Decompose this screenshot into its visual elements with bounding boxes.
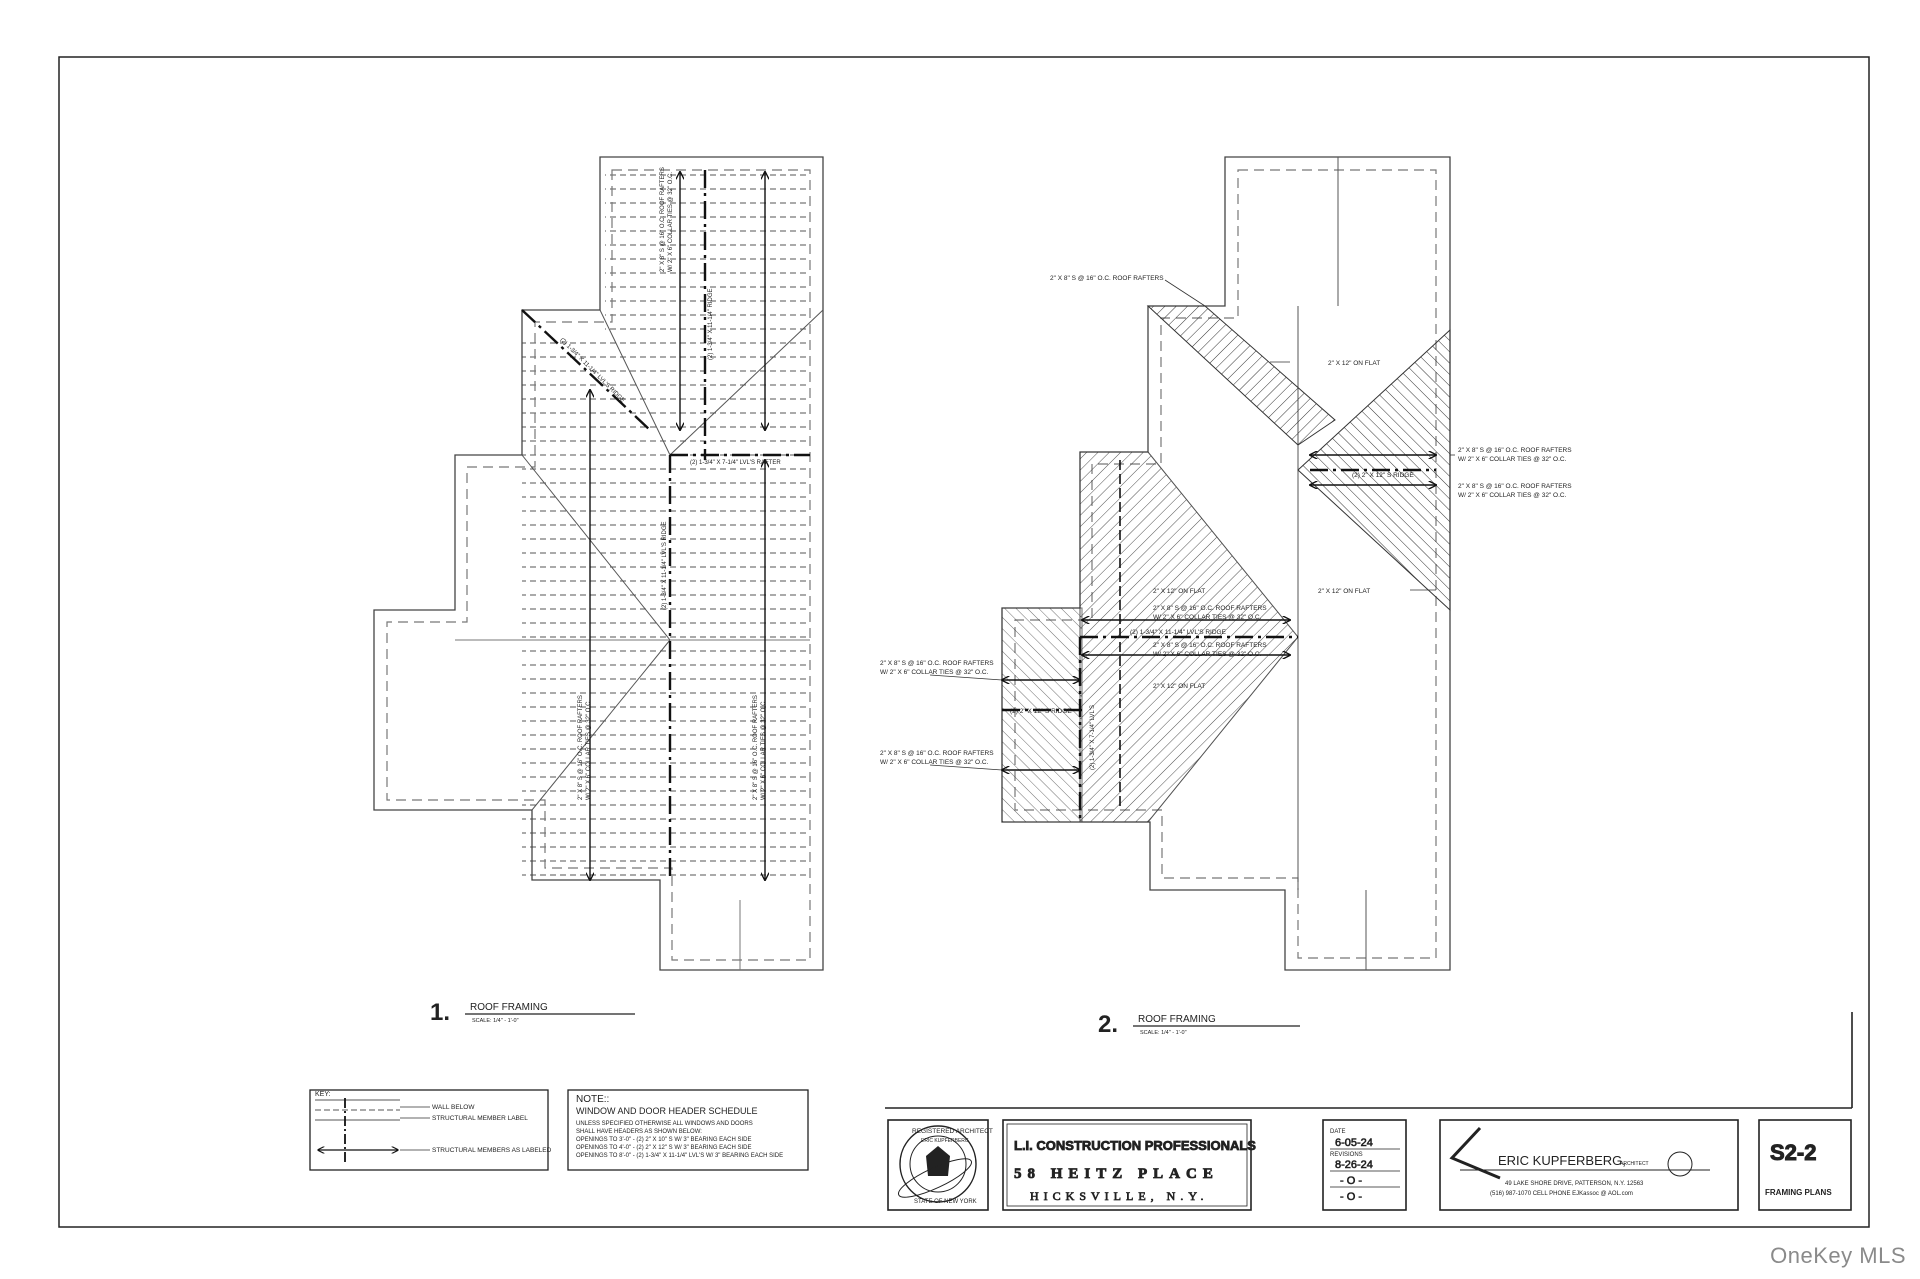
plan1-lvl-rafter-label: (2) 1-3/4" X 7-1/4" LVL'S RAFTER xyxy=(690,460,781,466)
key-box: KEY: WALL BELOW STRUCTURAL MEMBER LABEL … xyxy=(309,1089,552,1171)
plan2-mid-ridge: (2) 1-3/4" X 11-1/4" LVL'S RIDGE xyxy=(1130,629,1227,636)
note-title: NOTE:: xyxy=(576,1094,609,1105)
sheet-title: FRAMING PLANS xyxy=(1765,1188,1832,1197)
plan2-mid-rafters-2: 2" X 8" S @ 16" O.C. ROOF RAFTERS xyxy=(1153,642,1267,649)
project-company: L.I. CONSTRUCTION PROFESSIONALS xyxy=(1014,1138,1256,1153)
plan2-mid-rafters-1: 2" X 8" S @ 16" O.C. ROOF RAFTERS xyxy=(1153,605,1267,612)
project-city: HICKSVILLE, N.Y. xyxy=(1030,1189,1208,1203)
plan1-ridge-top-label: (2) 1-3/4" X 11-1/4" RIDGE xyxy=(708,288,714,360)
plan2-flat-right: 2" X 12" ON FLAT xyxy=(1318,588,1370,595)
sheet-border xyxy=(58,56,1870,1228)
architect-contact: (516) 987-1070 CELL PHONE EJKassoc @ AOL… xyxy=(1490,1191,1633,1197)
plan2-flat-mid: 2" X 12" ON FLAT xyxy=(1153,588,1205,595)
plan2-left-ridge: (2) 2" X 12" S RIDGE xyxy=(1010,708,1072,715)
date-label: DATE xyxy=(1330,1129,1346,1135)
plan2-right-ridge: (2) 2" X 12" S RIDGE xyxy=(1352,472,1414,479)
revision-3: - O - xyxy=(1340,1191,1362,1203)
architect-title: ARCHITECT xyxy=(1620,1161,1649,1167)
plan1-ties-label-a: W/ 2" X 6" COLLAR TIES @ 32" O.C. xyxy=(668,172,674,272)
plan1-rafters-label-c: 2" X 8" S @ 16" O.C. ROOF RAFTERS xyxy=(753,695,759,800)
plan1-outline xyxy=(373,156,824,971)
dates-block: DATE 6-05-24 REVISIONS 8-26-24 - O - - O… xyxy=(1322,1119,1407,1211)
plan1-rafters-label-a: 2" X 8" S @ 16" O.C. ROOF RAFTERS xyxy=(660,167,666,272)
roof-plan-1: 2" X 8" S @ 16" O.C. ROOF RAFTERS W/ 2" … xyxy=(373,156,824,1026)
revisions-label: REVISIONS xyxy=(1330,1152,1363,1158)
note-line-1: UNLESS SPECIFIED OTHERWISE ALL WINDOWS A… xyxy=(576,1121,753,1127)
plan2-number: 2. xyxy=(1098,1011,1118,1038)
plan2-top-rafters-label: 2" X 8" S @ 16" O.C. ROOF RAFTERS xyxy=(1050,275,1164,282)
plan2-left-rafters-1: 2" X 8" S @ 16" O.C. ROOF RAFTERS xyxy=(880,660,994,667)
plan1-rafters-label-b: 2" X 8" S @ 16" O.C. ROOF RAFTERS xyxy=(578,695,584,800)
project-block: L.I. CONSTRUCTION PROFESSIONALS 58 HEITZ… xyxy=(1002,1119,1257,1211)
plan2-title: ROOF FRAMING xyxy=(1138,1014,1216,1025)
architect-address: 49 LAKE SHORE DRIVE, PATTERSON, N.Y. 125… xyxy=(1505,1181,1644,1187)
sheet-number: S2-2 xyxy=(1770,1140,1816,1165)
plan2-flat-low: 2" X 12" ON FLAT xyxy=(1153,683,1205,690)
architect-seal: REGISTERED ARCHITECT ERIC KUPFERBERG STA… xyxy=(887,1119,993,1211)
watermark-text: OneKey MLS xyxy=(1770,1243,1906,1268)
plan2-right-rafters-1: 2" X 8" S @ 16" O.C. ROOF RAFTERS xyxy=(1458,447,1572,454)
plan1-ties-label-b: W/ 2" X 6" COLLAR TIES @ 32" O.C. xyxy=(586,700,592,800)
plan1-number: 1. xyxy=(430,999,450,1026)
header-schedule-note: NOTE:: WINDOW AND DOOR HEADER SCHEDULE U… xyxy=(567,1089,809,1171)
plan1-scale: SCALE: 1/4" - 1'-0" xyxy=(472,1018,519,1024)
revision-1: 8-26-24 xyxy=(1335,1159,1373,1171)
plan2-right-ties-2: W/ 2" X 6" COLLAR TIES @ 32" O.C. xyxy=(1458,492,1567,499)
key-wall-below: WALL BELOW xyxy=(432,1104,475,1111)
note-heading: WINDOW AND DOOR HEADER SCHEDULE xyxy=(576,1106,758,1116)
note-line-3: OPENINGS TO 3'-0" - (2) 2" X 10" S W/ 3"… xyxy=(576,1137,752,1143)
plan1-ties-label-c: W/ 2" X 6" COLLAR TIES @ 32" O.C. xyxy=(761,700,767,800)
sheet-number-block: S2-2 FRAMING PLANS xyxy=(1758,1119,1852,1211)
roof-plan-2: 2" X 8" S @ 16" O.C. ROOF RAFTERS 2" X 1… xyxy=(880,156,1572,1038)
key-title: KEY: xyxy=(315,1091,331,1098)
date-value: 6-05-24 xyxy=(1335,1137,1373,1149)
plan2-lvl-vert: (2) 1-3/4" X 7-1/4" LVL'S xyxy=(1090,705,1096,770)
seal-top-text: REGISTERED ARCHITECT xyxy=(912,1128,993,1135)
key-member-label: STRUCTURAL MEMBER LABEL xyxy=(432,1115,528,1122)
plan1-title: ROOF FRAMING xyxy=(470,1002,548,1013)
plan2-left-rafters-2: 2" X 8" S @ 16" O.C. ROOF RAFTERS xyxy=(880,750,994,757)
plan2-right-ties-1: W/ 2" X 6" COLLAR TIES @ 32" O.C. xyxy=(1458,456,1567,463)
plan2-right-rafters-2: 2" X 8" S @ 16" O.C. ROOF RAFTERS xyxy=(1458,483,1572,490)
note-line-5: OPENINGS TO 8'-0" - (2) 1-3/4" X 11-1/4"… xyxy=(576,1153,783,1159)
revision-2: - O - xyxy=(1340,1175,1362,1187)
key-members-labeled: STRUCTURAL MEMBERS AS LABELED xyxy=(432,1147,552,1154)
plan2-flat-top-label: 2" X 12" ON FLAT xyxy=(1328,360,1380,367)
plan2-mid-ties-1: W/ 2" X 6" COLLAR TIES @ 32" O.C. xyxy=(1153,614,1262,621)
note-line-2: SHALL HAVE HEADERS AS SHOWN BELOW: xyxy=(576,1129,702,1135)
plan1-lvl-ridge2-label: (2) 1-3/4" X 11-1/4" LVL'S RIDGE xyxy=(662,521,668,610)
seal-state: STATE OF NEW YORK xyxy=(914,1199,977,1205)
architect-block: ERIC KUPFERBERG, ARCHITECT 49 LAKE SHORE… xyxy=(1439,1119,1739,1211)
project-address: 58 HEITZ PLACE xyxy=(1014,1166,1219,1182)
plan2-left-ties-1: W/ 2" X 6" COLLAR TIES @ 32" O.C. xyxy=(880,669,989,676)
plan2-mid-ties-2: W/ 2" X 6" COLLAR TIES @ 32" O.C. xyxy=(1153,651,1262,658)
note-line-4: OPENINGS TO 4'-0" - (2) 2" X 12" S W/ 3"… xyxy=(576,1145,752,1151)
plan2-scale: SCALE: 1/4" - 1'-0" xyxy=(1140,1030,1187,1036)
architect-name: ERIC KUPFERBERG, xyxy=(1498,1153,1626,1168)
plan2-left-ties-2: W/ 2" X 6" COLLAR TIES @ 32" O.C. xyxy=(880,759,989,766)
seal-name: ERIC KUPFERBERG xyxy=(921,1138,969,1144)
